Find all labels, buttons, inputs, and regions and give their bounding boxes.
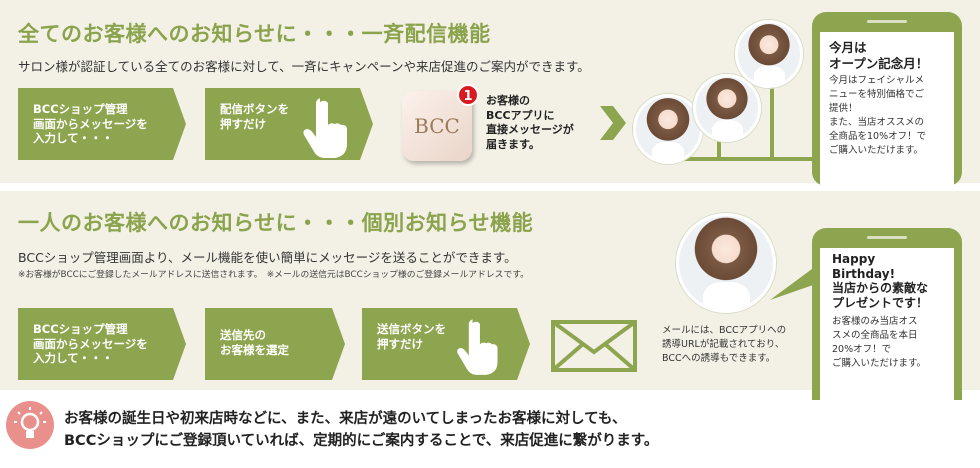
connector-line: [657, 157, 827, 161]
step-line: BCCショップ管理: [33, 102, 128, 116]
hand-pointer-icon: [457, 319, 498, 375]
broadcast-title: 全てのお客様へのお知らせに・・・一斉配信機能: [18, 22, 491, 46]
step-select-recipient: 送信先の お客様を選定: [205, 308, 345, 380]
phone-body-line: 今月はフェイシャルメ: [829, 75, 925, 86]
broadcast-description: サロン様が認証している全てのお客様に対して、一斉にキャンペーンや来店促進のご案内…: [18, 59, 590, 74]
phone-body-line: ご購入いただけます。: [829, 145, 924, 156]
phone-heading-line: 当店からの素敵な: [832, 281, 929, 295]
step-line: 送信ボタンを: [377, 322, 446, 336]
step-line: お客様を選定: [220, 342, 289, 357]
footer-line: BCCショップにご登録頂いていれば、定期的にご案内することで、来店促進に繋がりま…: [64, 433, 659, 449]
customer-photo: [676, 213, 776, 313]
step-line: BCCショップ管理: [33, 322, 128, 336]
smartphone-mockup: Happy Birthday! 当店からの素敵な プレゼントです！ お客様のみ当…: [812, 228, 962, 400]
step-line: 押すだけ: [377, 336, 423, 351]
phone-body-line: ご購入いただけます。: [832, 358, 927, 369]
customer-photo: [735, 20, 803, 88]
chevron-right-icon: [600, 106, 626, 140]
step-line: 画面からメッセージを: [33, 336, 148, 351]
phone-heading-line: オープン記念月！: [829, 55, 929, 71]
phone-heading: Happy Birthday! 当店からの素敵な プレゼントです！: [832, 252, 954, 310]
phone-speaker: [867, 236, 907, 239]
step-line: 押すだけ: [220, 116, 266, 131]
phone-heading: 今月は オープン記念月！: [829, 40, 954, 71]
app-message-line: 届きます。: [486, 137, 540, 151]
footer-line: お客様の誕生日や初来店時などに、また、来店が遠のいてしまったお客様に対しても、: [64, 411, 627, 427]
app-message-line: BCCアプリに: [486, 108, 555, 122]
mail-note-line: メールには、BCCアプリへの: [662, 325, 787, 336]
bcc-logo: BCC: [414, 114, 460, 138]
phone-heading-line: プレゼントです！: [832, 295, 929, 310]
step-input-message: BCCショップ管理 画面からメッセージを 入力して・・・: [18, 88, 186, 160]
phone-heading-line: Happy: [832, 252, 876, 266]
notification-badge: 1: [457, 84, 479, 106]
phone-heading-line: Birthday!: [832, 266, 896, 281]
phone-body-line: 提供！: [829, 103, 858, 114]
individual-description: BCCショップ管理画面より、メール機能を使い簡単にメッセージを送ることができます…: [18, 250, 517, 265]
app-message-line: お客様の: [486, 94, 530, 107]
step-line: 画面からメッセージを: [33, 116, 148, 131]
broadcast-section: 全てのお客様へのお知らせに・・・一斉配信機能 サロン様が認証している全てのお客様…: [0, 0, 980, 186]
mail-note-line: 誘導URLが記載されており、: [662, 339, 785, 350]
connector-line: [770, 76, 774, 160]
phone-body: お客様のみ当店オス スメの全商品を本日 20%オフ！で ご購入いただけます。: [832, 315, 954, 371]
step-input-message: BCCショップ管理 画面からメッセージを 入力して・・・: [18, 308, 186, 380]
hand-pointer-icon: [303, 98, 347, 158]
app-message-line: 直接メッセージが: [486, 123, 574, 136]
phone-body-line: お客様のみ当店オス: [832, 316, 918, 327]
phone-body-line: スメの全商品を本日: [832, 330, 918, 341]
phone-body: 今月はフェイシャルメ ニューを特別価格でご 提供！ また、当店オススメの 全商品…: [829, 74, 954, 158]
mail-note-line: BCCへの誘導もできます。: [662, 353, 776, 364]
step-line: 配信ボタンを: [220, 102, 289, 116]
individual-title: 一人のお客様へのお知らせに・・・個別お知らせ機能: [18, 211, 534, 235]
speech-bubble-tail: [770, 266, 816, 300]
phone-body-line: 20%オフ！で: [832, 344, 892, 355]
customer-photo: [693, 74, 761, 142]
phone-body-line: ニューを特別価格でご: [829, 89, 925, 100]
step-press-send: 送信ボタンを 押すだけ: [362, 308, 530, 380]
app-message: お客様の BCCアプリに 直接メッセージが 届きます。: [486, 94, 574, 152]
phone-heading-line: 今月は: [829, 40, 867, 55]
envelope-icon: [551, 320, 637, 372]
phone-body-line: また、当店オススメの: [829, 117, 925, 128]
step-line: 送信先の: [220, 328, 266, 342]
phone-speaker: [867, 20, 907, 23]
step-line: 入力して・・・: [33, 351, 114, 365]
phone-body-line: 全商品を10%オフ！で: [829, 131, 927, 142]
step-line: 入力して・・・: [33, 131, 114, 145]
individual-note: ※お客様がBCCにご登録したメールアドレスに送信されます。 ※メールの送信元はB…: [18, 270, 529, 280]
phone-screen: 今月は オープン記念月！ 今月はフェイシャルメ ニューを特別価格でご 提供！ ま…: [820, 32, 954, 186]
mail-note: メールには、BCCアプリへの 誘導URLが記載されており、 BCCへの誘導もでき…: [662, 324, 786, 366]
smartphone-mockup: 今月は オープン記念月！ 今月はフェイシャルメ ニューを特別価格でご 提供！ ま…: [812, 12, 962, 186]
footer-message: お客様の誕生日や初来店時などに、また、来店が遠のいてしまったお客様に対しても、 …: [64, 408, 658, 452]
step-press-send: 配信ボタンを 押すだけ: [205, 88, 373, 160]
lightbulb-icon: [6, 401, 54, 449]
phone-screen: Happy Birthday! 当店からの素敵な プレゼントです！ お客様のみ当…: [820, 248, 954, 400]
